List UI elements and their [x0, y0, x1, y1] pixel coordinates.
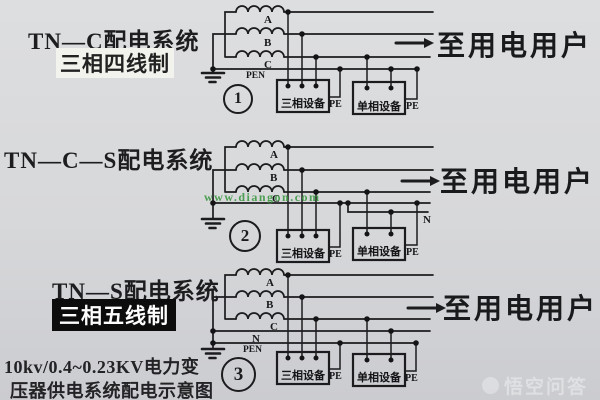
- transformer-coil: [235, 27, 285, 35]
- pe-label: PE: [406, 247, 419, 258]
- corner-watermark: 悟空问答: [482, 372, 588, 399]
- section1-subtitle: 三相四线制: [56, 48, 174, 78]
- tn-c-diagram: [200, 5, 434, 116]
- section2-number: 2: [240, 226, 250, 245]
- pe-label: PE: [406, 101, 419, 112]
- section2-destination: 至用电用户: [440, 167, 596, 198]
- earth-ground-symbol: [200, 347, 226, 360]
- wire-n: [347, 202, 429, 213]
- transformer-coil: [235, 50, 285, 58]
- single-phase-equipment-box: [351, 80, 407, 116]
- wire-label-a: A: [270, 149, 278, 161]
- section3-destination: 至用电用户: [443, 294, 599, 325]
- wire-label-n: N: [423, 214, 431, 226]
- single-phase-equipment-label: 单相设备: [357, 246, 401, 258]
- right-arrow-icon: [400, 176, 440, 186]
- section1-number: 1: [234, 90, 242, 107]
- right-arrow-icon: [394, 38, 434, 48]
- wire-label-c: C: [264, 59, 272, 71]
- wire-label-c: C: [272, 193, 280, 205]
- right-arrow-icon: [406, 303, 446, 313]
- transformer-coil: [235, 185, 285, 193]
- transformer-coil: [235, 140, 285, 148]
- single-phase-equipment-label: 单相设备: [357, 372, 401, 384]
- transformer-coil: [235, 268, 285, 276]
- three-phase-equipment-label: 三相设备: [281, 98, 325, 110]
- wire-label-pen: PEN: [243, 345, 262, 355]
- caption-line2: 压器供电系统配电示意图: [10, 381, 214, 400]
- pe-label: PE: [329, 249, 342, 260]
- transformer-coil: [235, 312, 285, 320]
- wire-label-pen: PEN: [246, 71, 265, 81]
- transformer-coil: [235, 290, 285, 298]
- section3-subtitle: 三相五线制: [52, 299, 176, 331]
- caption-line1: 10kv/0.4~0.23KV电力变: [4, 357, 200, 377]
- earth-ground-symbol: [200, 217, 226, 230]
- section2-title: TN—C—S配电系统: [4, 148, 214, 173]
- three-phase-equipment-label: 三相设备: [281, 370, 325, 382]
- three-phase-equipment-box: [275, 78, 331, 114]
- single-phase-equipment-box: [351, 226, 407, 262]
- wire-label-a: A: [264, 14, 272, 26]
- earth-ground-symbol: [200, 71, 226, 84]
- watermark-text: 悟空问答: [504, 377, 589, 398]
- transformer-coil: [235, 5, 285, 13]
- three-phase-equipment-label: 三相设备: [281, 248, 325, 260]
- wire-label-n: N: [252, 333, 260, 345]
- three-phase-equipment-box: [275, 228, 331, 264]
- wire-label-b: B: [266, 299, 274, 311]
- section1-destination: 至用电用户: [437, 31, 593, 62]
- three-phase-equipment-box: [275, 350, 331, 386]
- wire-label-b: B: [264, 37, 272, 49]
- pe-label: PE: [329, 371, 342, 382]
- wire-label-b: B: [270, 172, 278, 184]
- wire-label-c: C: [270, 321, 278, 333]
- tn-s-diagram: [200, 268, 446, 388]
- single-phase-equipment-label: 单相设备: [357, 101, 401, 113]
- wire-label-a: A: [266, 277, 274, 289]
- section3-number-badge: 3: [221, 357, 256, 392]
- pe-label: PE: [405, 373, 418, 384]
- section2-number-badge: 2: [229, 220, 261, 252]
- section3-number: 3: [233, 363, 244, 385]
- single-phase-equipment-box: [351, 352, 407, 388]
- section1-number-badge: 1: [223, 84, 253, 114]
- watermark-logo-icon: [482, 377, 499, 394]
- diangon-watermark: www.diangon.com: [204, 190, 321, 204]
- tn-c-s-diagram: [200, 140, 440, 264]
- transformer-coil: [235, 163, 285, 171]
- pe-label: PE: [329, 99, 342, 110]
